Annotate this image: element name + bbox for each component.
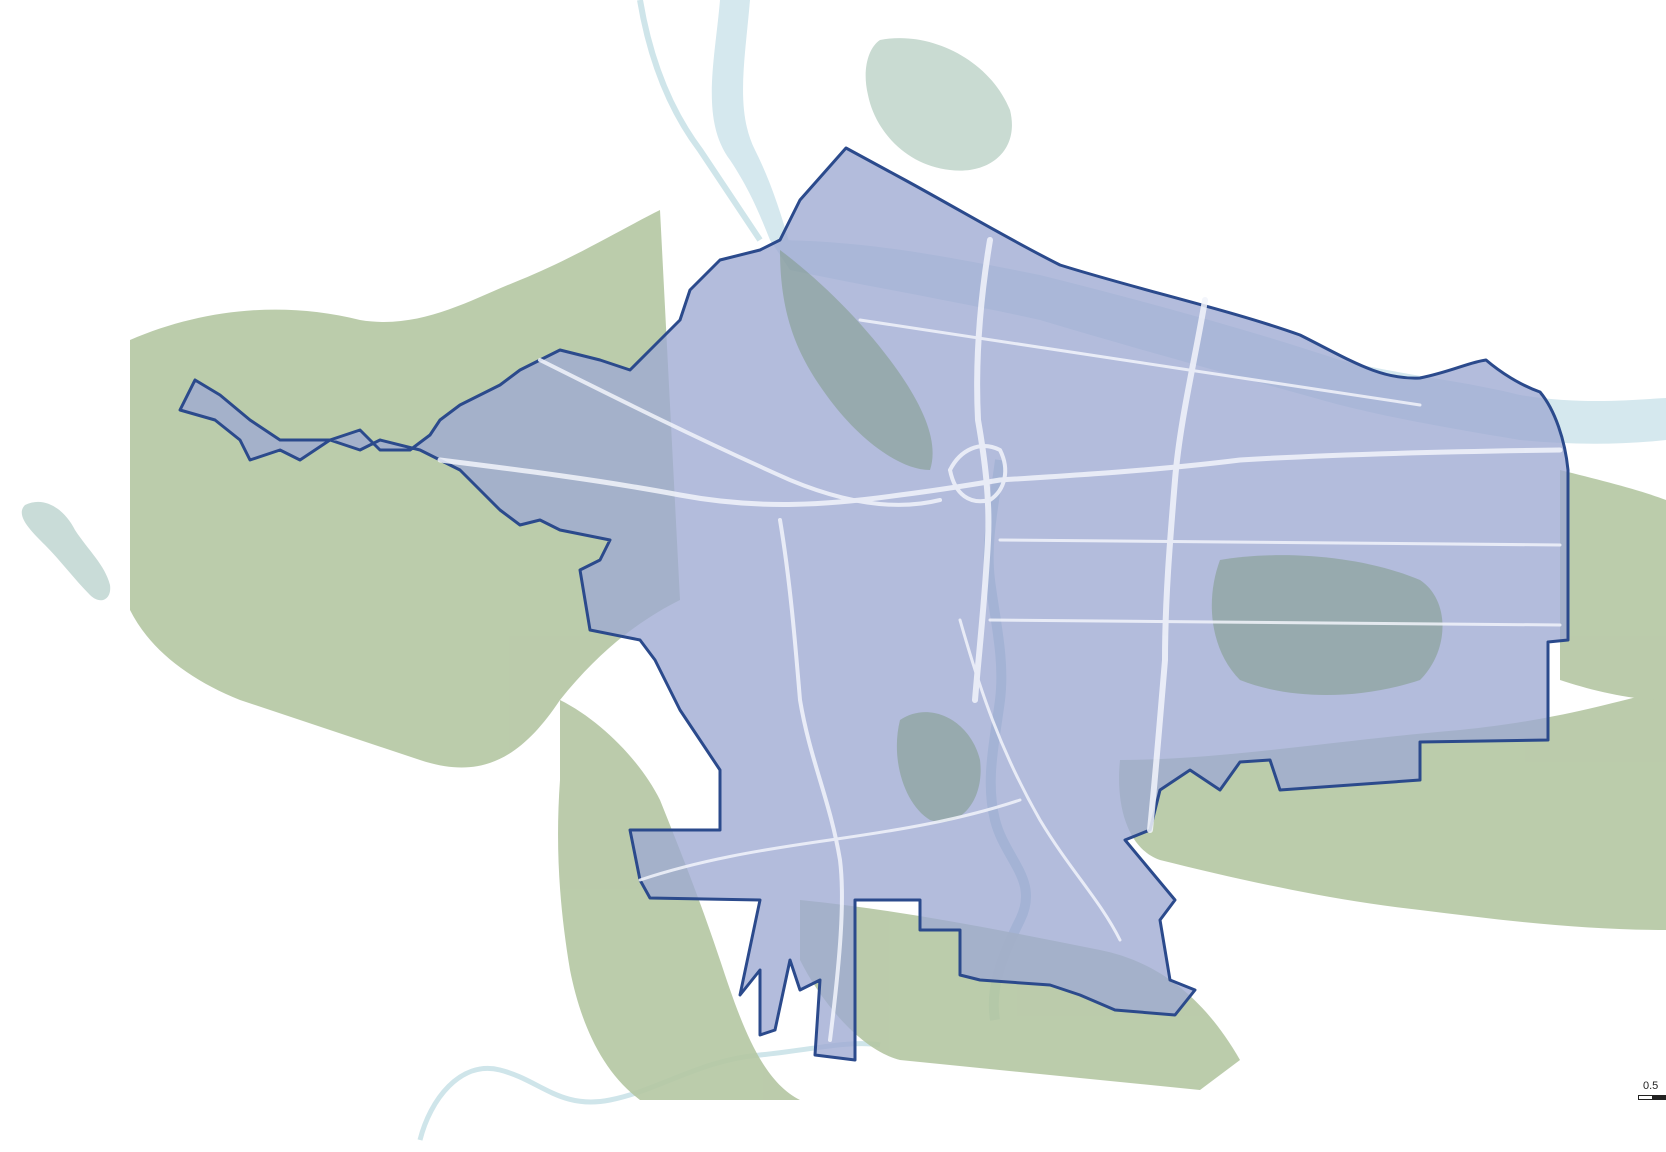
south-vegetation bbox=[800, 900, 1240, 1090]
sw-arterial bbox=[638, 798, 1022, 882]
east-arterial-2 bbox=[988, 618, 1562, 627]
inner-green-layer bbox=[780, 250, 1443, 822]
east-arterial-1 bbox=[998, 538, 1562, 547]
tualatin-river bbox=[417, 1041, 881, 1141]
roads-layer bbox=[437, 237, 1563, 1042]
southeast-vegetation bbox=[1119, 690, 1666, 930]
central-green-patch bbox=[896, 712, 981, 822]
left-river-arm bbox=[637, 0, 763, 242]
sauvie-wetland bbox=[865, 38, 1012, 171]
upper-river bbox=[711, 0, 790, 245]
i5-highway bbox=[972, 237, 993, 703]
east-vegetation bbox=[1560, 470, 1666, 700]
i405-loop bbox=[948, 444, 1008, 504]
sunset-blvd bbox=[538, 358, 942, 507]
west-lake bbox=[21, 501, 111, 601]
i84-highway bbox=[997, 447, 1563, 483]
vegetation-layer bbox=[130, 210, 1666, 1100]
north-arterial bbox=[858, 318, 1422, 407]
forest-park-patch bbox=[780, 250, 933, 470]
west-vegetation bbox=[130, 210, 680, 768]
scale-bar-label: 0.5 bbox=[1643, 1080, 1659, 1092]
hwy217-highway bbox=[778, 518, 844, 1042]
scale-bar bbox=[1638, 1095, 1666, 1100]
i205-highway bbox=[1147, 297, 1208, 833]
hwy26-highway bbox=[437, 457, 1003, 507]
south-arterial bbox=[958, 618, 1122, 942]
southeast-buttes-patch bbox=[1211, 555, 1443, 695]
